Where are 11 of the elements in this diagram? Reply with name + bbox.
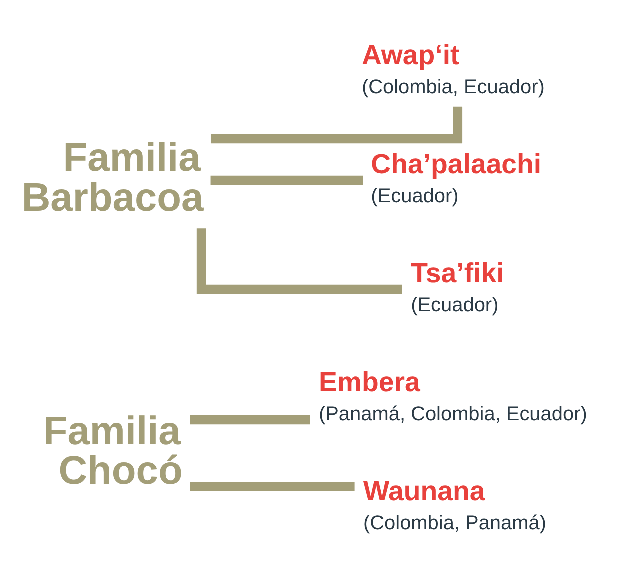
node-text: Waunana (Colombia, Panamá) (364, 475, 546, 535)
node-text: Awap‘it (Colombia, Ecuador) (362, 39, 545, 99)
connector (196, 228, 402, 294)
node-text: Familia Barbacoa (22, 136, 204, 220)
node-text: Familia Chocó (43, 409, 183, 494)
node-text: Tsa’fiki (Ecuador) (411, 257, 504, 317)
connector (190, 482, 355, 492)
connector (190, 415, 310, 425)
connector (210, 176, 364, 186)
node-text: Cha’palaachi (Ecuador) (371, 148, 542, 208)
node-text: Embera (Panamá, Colombia, Ecuador) (318, 366, 588, 426)
